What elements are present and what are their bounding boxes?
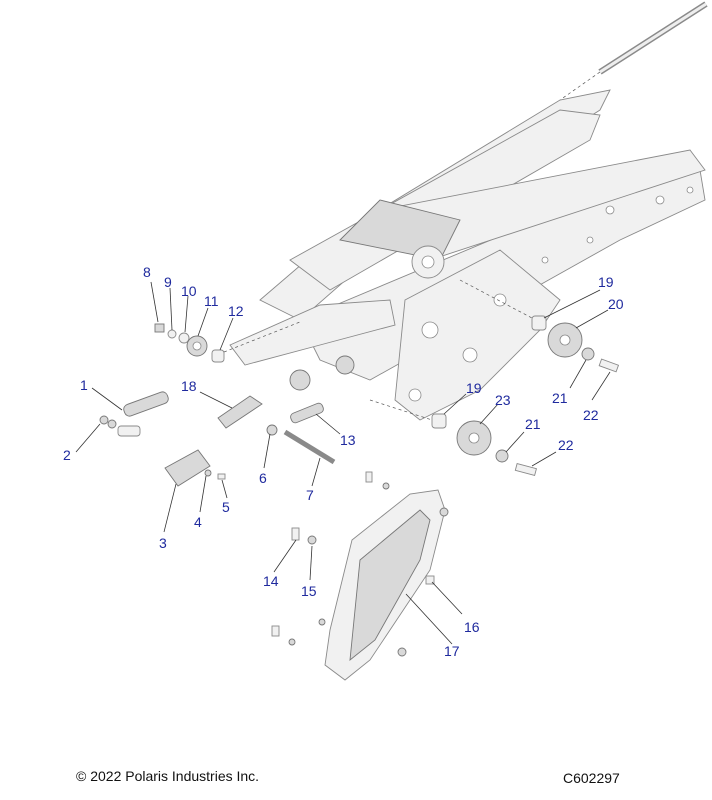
washer-part-21-upper (569, 347, 595, 389)
callout-5: 5 (222, 499, 230, 515)
washer-part-4 (199, 469, 212, 513)
callout-2: 2 (63, 447, 71, 463)
loose-hardware (271, 471, 449, 657)
callout-21-lower: 21 (525, 416, 541, 432)
bolt-part-22-upper (591, 358, 620, 401)
tensioner-block-part-3 (163, 449, 211, 533)
callout-17: 17 (444, 643, 460, 659)
rear-rail-rod (559, 1, 708, 101)
callout-6: 6 (259, 470, 267, 486)
bolt-part-14 (273, 527, 300, 573)
callout-1: 1 (80, 377, 88, 393)
bearing-part-11 (186, 307, 209, 357)
shaft-part-7 (283, 429, 336, 487)
callout-22-lower: 22 (558, 437, 574, 453)
chain-part-13 (290, 402, 341, 435)
tensioner-shoe-part-18 (199, 391, 263, 429)
callout-10: 10 (181, 283, 197, 299)
bolt-part-5 (217, 473, 228, 499)
callout-22-upper: 22 (583, 407, 599, 423)
copyright-notice: © 2022 Polaris Industries Inc. (76, 768, 260, 784)
center-sprocket (411, 245, 445, 279)
callout-7: 7 (306, 487, 314, 503)
washer-part-15 (307, 535, 317, 581)
connector-links-part-2 (75, 415, 141, 453)
callout-16: 16 (464, 619, 480, 635)
callout-12: 12 (228, 303, 244, 319)
skid-frame (259, 89, 706, 421)
spacer-part-19-upper (531, 289, 601, 331)
washer-part-9 (167, 287, 177, 339)
callout-18: 18 (181, 378, 197, 394)
callout-14: 14 (263, 573, 279, 589)
callout-19-upper: 19 (598, 274, 614, 290)
sprocket-part-23 (456, 403, 499, 456)
sprocket-part-20 (547, 309, 609, 358)
callout-13: 13 (340, 432, 356, 448)
idler-arm (229, 299, 396, 391)
bolt-part-8 (150, 281, 165, 333)
washer-part-6 (263, 424, 278, 469)
spacer-part-19-lower (431, 393, 467, 429)
washer-part-21-lower (495, 431, 525, 463)
drawing-number: C602297 (563, 770, 620, 786)
callout-11: 11 (204, 293, 219, 309)
callout-19-lower: 19 (466, 380, 482, 396)
bolt-part-16 (425, 575, 463, 615)
bolt-part-22-lower (514, 451, 557, 477)
bushing-part-12 (211, 317, 234, 363)
callout-23: 23 (495, 392, 511, 408)
callout-4: 4 (194, 514, 202, 530)
callout-8: 8 (143, 264, 151, 280)
callout-15: 15 (301, 583, 317, 599)
callout-9: 9 (164, 274, 172, 290)
callout-3: 3 (159, 535, 167, 551)
spacer-part-10 (178, 295, 190, 344)
chaincase-cover-part-17 (324, 489, 453, 681)
callout-20: 20 (608, 296, 624, 312)
callout-21-upper: 21 (552, 390, 568, 406)
chain-assembly-part-1 (91, 387, 169, 417)
